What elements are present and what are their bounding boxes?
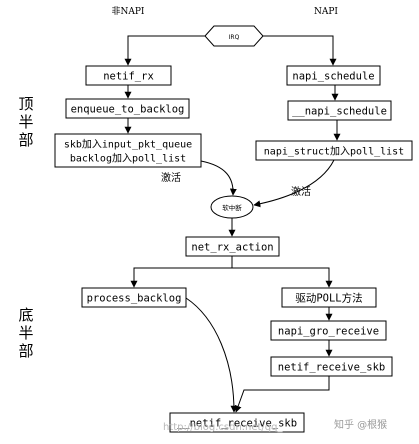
node-enqueue-to-backlog: enqueue_to_backlog bbox=[65, 98, 190, 119]
node-netif-receive-skb-label: netif_receive_skb bbox=[278, 362, 385, 374]
header-non-napi: 非NAPI bbox=[112, 5, 145, 17]
node-enqueue-to-backlog-label: enqueue_to_backlog bbox=[71, 104, 185, 116]
node-irq-label: IRQ bbox=[229, 34, 240, 41]
side-label-bottom-1: 底 bbox=[18, 306, 33, 324]
node-softirq-label: 软中断 bbox=[222, 203, 242, 212]
edge-skb-to-softirq bbox=[200, 160, 237, 196]
edge-label-activate-left: 激活 bbox=[161, 171, 181, 184]
node-process-backlog-label: process_backlog bbox=[87, 293, 182, 305]
node-napi-struct: napi_struct加入poll_list bbox=[255, 140, 413, 161]
node-napi-gro-receive-label: napi_gro_receive bbox=[278, 326, 379, 338]
side-label-bottom-3: 部 bbox=[18, 342, 33, 360]
watermark-brand: 知乎 @根猴 bbox=[334, 418, 387, 431]
edge-netif-receive-skb-to-merge bbox=[234, 376, 330, 413]
node-napi-struct-label: napi_struct加入poll_list bbox=[264, 146, 404, 158]
watermark-url: http://blog.csdn.net/qq_ bbox=[163, 422, 283, 433]
header-napi: NAPI bbox=[314, 7, 338, 17]
node-skb-backlog-line2: backlog加入poll_list bbox=[70, 153, 186, 165]
node-softirq: 软中断 bbox=[210, 195, 254, 219]
edge-label-activate-right: 激活 bbox=[291, 185, 311, 198]
side-label-top-1: 顶 bbox=[18, 95, 33, 113]
node-netif-rx: netif_rx bbox=[85, 65, 172, 86]
node-irq: IRQ bbox=[204, 25, 264, 47]
side-label-top-3: 部 bbox=[18, 131, 33, 149]
edge-irq-to-netif-rx bbox=[124, 35, 205, 66]
node-underscore-netif-receive-skb: __netif_receive_skb bbox=[169, 412, 305, 433]
side-label-top-2: 半 bbox=[18, 113, 33, 131]
edge-irq-to-napi-schedule bbox=[263, 35, 337, 66]
edge-napi-struct-to-softirq bbox=[253, 159, 335, 208]
node-skb-backlog-line1: skb加入input_pkt_queue bbox=[64, 139, 192, 151]
node-net-rx-action-label: net_rx_action bbox=[191, 242, 273, 254]
edge-net-rx-action-to-driver-poll bbox=[231, 256, 333, 288]
node-driver-poll: 驱动POLL方法 bbox=[281, 287, 377, 308]
node-napi-schedule-label: napi_schedule bbox=[292, 71, 374, 83]
node-underscore-napi-schedule: __napi_schedule bbox=[287, 100, 392, 121]
node-netif-rx-label: netif_rx bbox=[103, 71, 154, 83]
node-netif-receive-skb: netif_receive_skb bbox=[270, 356, 393, 377]
side-label-bottom-2: 半 bbox=[18, 324, 33, 342]
node-napi-gro-receive: napi_gro_receive bbox=[270, 320, 387, 341]
node-underscore-netif-receive-skb-label: __netif_receive_skb bbox=[177, 418, 297, 430]
node-underscore-napi-schedule-label: __napi_schedule bbox=[292, 106, 387, 118]
node-driver-poll-label: 驱动POLL方法 bbox=[295, 292, 362, 305]
node-napi-schedule: napi_schedule bbox=[286, 65, 381, 86]
edge-process-backlog-to-merge bbox=[185, 297, 238, 413]
node-net-rx-action: net_rx_action bbox=[185, 236, 280, 257]
node-skb-backlog: skb加入input_pkt_queue backlog加入poll_list bbox=[54, 133, 202, 168]
edge-net-rx-action-to-process-backlog bbox=[130, 256, 233, 288]
node-process-backlog: process_backlog bbox=[81, 287, 187, 308]
